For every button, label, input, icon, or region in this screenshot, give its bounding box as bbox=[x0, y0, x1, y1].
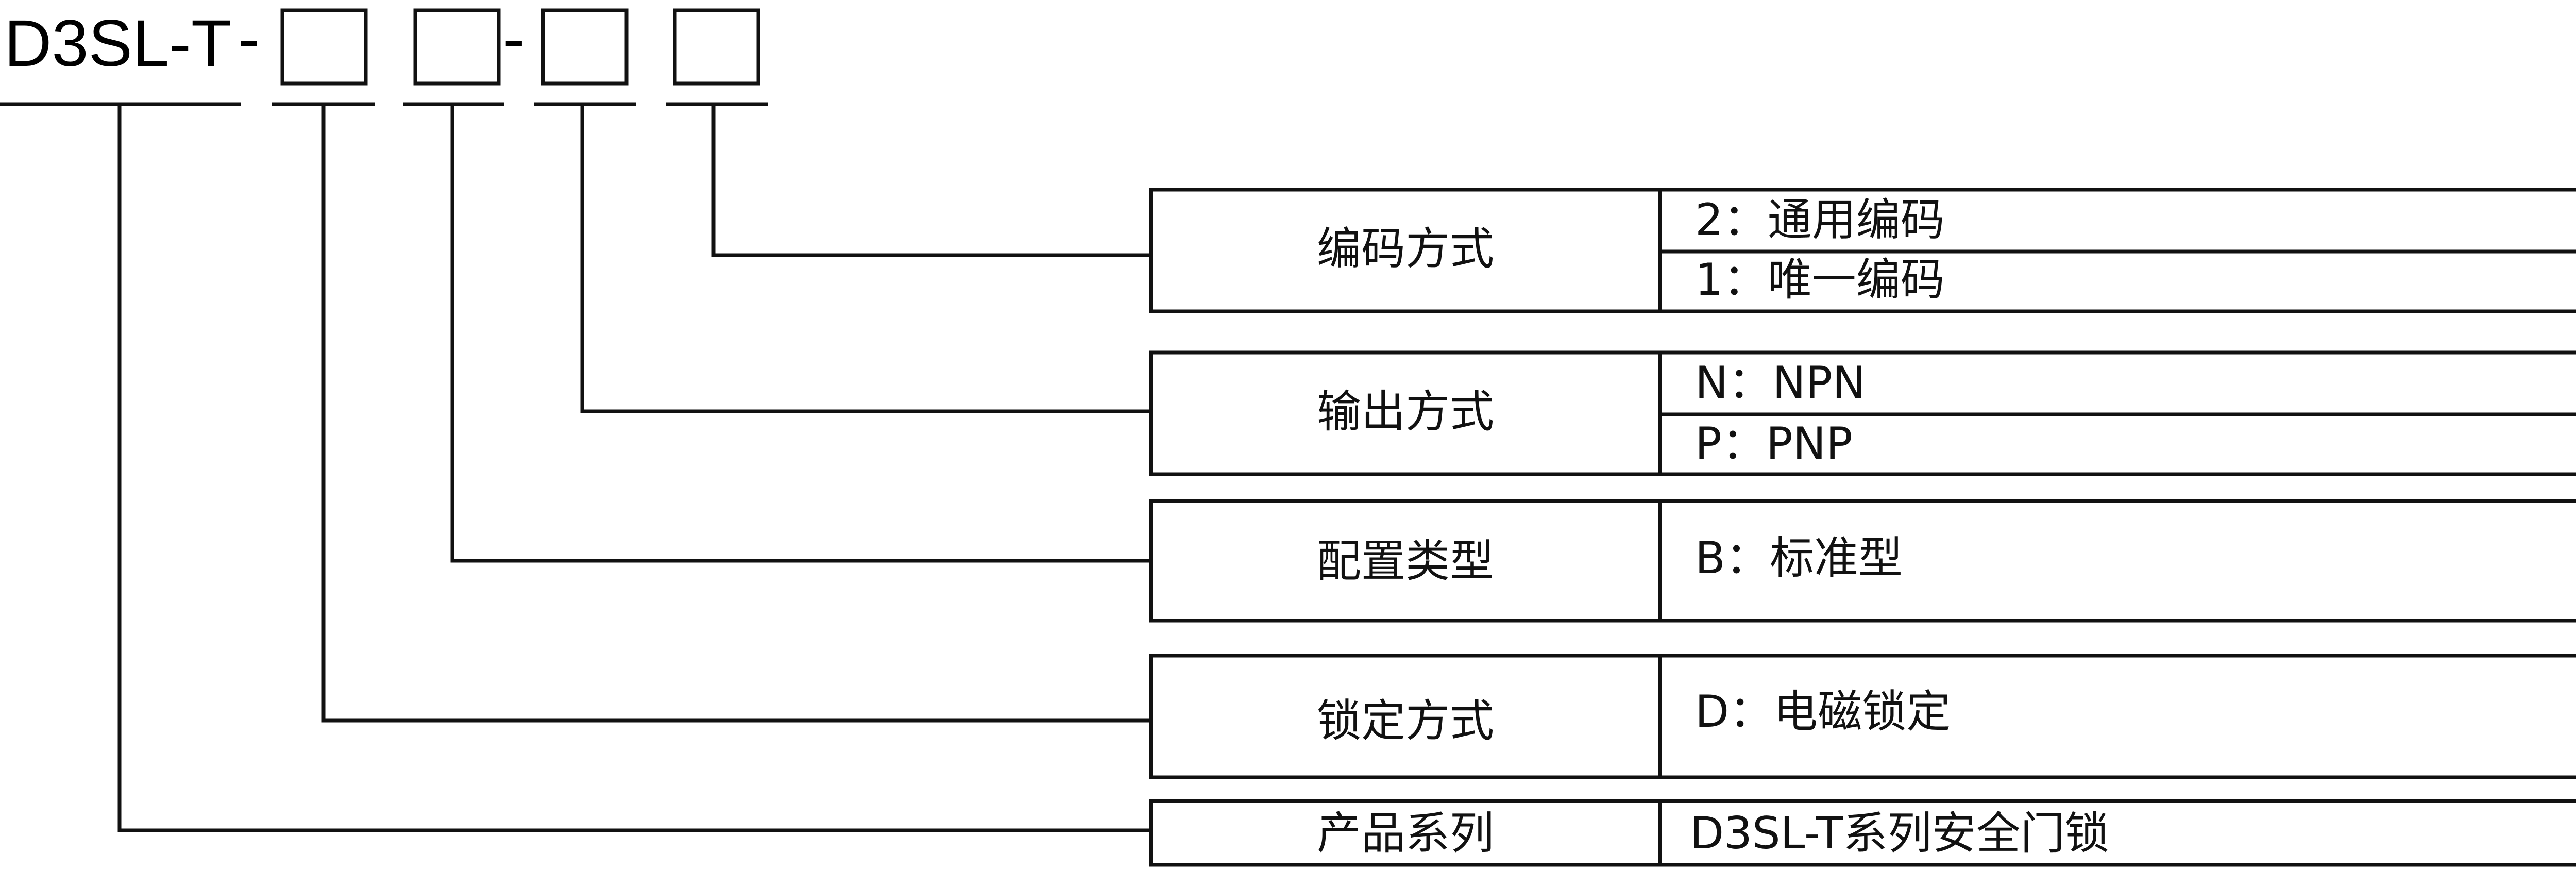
option-text: D：电磁锁定 bbox=[1695, 686, 1951, 738]
row-config-type: 配置类型 B：标准型 bbox=[1149, 499, 2576, 623]
code-slot-output bbox=[541, 8, 629, 86]
separator-2: - bbox=[503, 2, 525, 75]
code-slot-coding bbox=[673, 8, 760, 86]
row-coding-method: 编码方式 2：通用编码 1：唯一编码 bbox=[1149, 188, 2576, 313]
leader-coding bbox=[711, 104, 1151, 257]
separator-1: - bbox=[238, 2, 260, 75]
leader-config bbox=[450, 104, 1151, 563]
option-text: 1：唯一编码 bbox=[1695, 254, 1945, 306]
leader-series bbox=[117, 104, 1151, 832]
option-text: B：标准型 bbox=[1695, 532, 1903, 584]
leader-output bbox=[580, 104, 1151, 413]
code-slot-locking bbox=[280, 8, 368, 86]
row-locking-method: 锁定方式 D：电磁锁定 bbox=[1149, 654, 2576, 779]
model-code-prefix: D3SL-T bbox=[4, 7, 231, 80]
row-product-series: 产品系列 D3SL-T系列安全门锁 bbox=[1149, 799, 2576, 867]
row-label: 输出方式 bbox=[1317, 386, 1494, 438]
option-text: N：NPN bbox=[1695, 357, 1866, 409]
row-label: 锁定方式 bbox=[1317, 695, 1494, 747]
row-label: 编码方式 bbox=[1317, 223, 1494, 275]
option-text: P：PNP bbox=[1695, 418, 1853, 470]
row-output-method: 输出方式 N：NPN P：PNP bbox=[1149, 350, 2576, 476]
row-label: 配置类型 bbox=[1317, 536, 1494, 587]
row-label: 产品系列 bbox=[1317, 808, 1494, 859]
option-text: 2：通用编码 bbox=[1695, 194, 1945, 246]
option-text: D3SL-T系列安全门锁 bbox=[1690, 808, 2109, 859]
code-slot-config bbox=[413, 8, 501, 86]
leader-locking bbox=[321, 104, 1151, 723]
leader-lines bbox=[117, 104, 1151, 832]
